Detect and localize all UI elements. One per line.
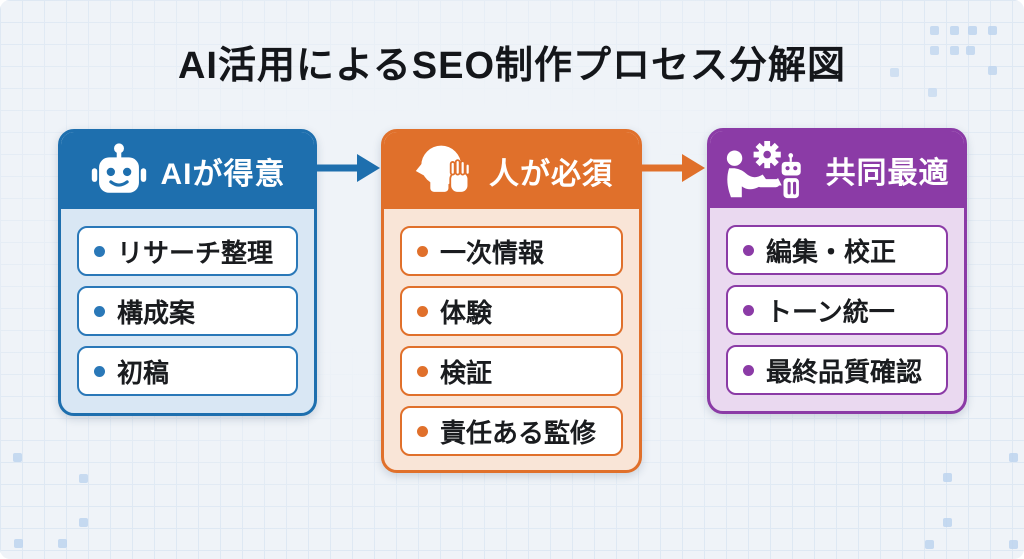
- column-collab-body: 編集・校正 トーン統一 最終品質確認: [710, 208, 964, 411]
- column-ai: AIが得意 リサーチ整理 構成案 初稿: [58, 129, 317, 416]
- column-collab: 共同最適 編集・校正 トーン統一 最終品質確認: [707, 128, 967, 414]
- list-item-label: トーン統一: [766, 296, 895, 327]
- list-item: リサーチ整理: [77, 226, 298, 276]
- list-item: 初稿: [77, 346, 298, 396]
- list-item: 体験: [400, 286, 623, 336]
- list-item-label: 初稿: [117, 357, 170, 388]
- column-ai-header-label: AIが得意: [160, 157, 286, 191]
- list-item: 最終品質確認: [726, 345, 948, 395]
- list-item-label: 構成案: [117, 297, 196, 328]
- column-collab-header-label: 共同最適: [825, 156, 950, 190]
- bullet-icon: [417, 365, 428, 377]
- list-item: 一次情報: [400, 226, 623, 276]
- list-item: 編集・校正: [726, 225, 948, 275]
- column-human-header: 人が必須: [384, 132, 639, 209]
- bullet-icon: [417, 245, 428, 257]
- list-item: 責任ある監修: [400, 406, 623, 456]
- list-item: 構成案: [77, 286, 298, 336]
- column-collab-header: 共同最適: [710, 131, 964, 208]
- list-item: 検証: [400, 346, 623, 396]
- arrow-right-icon: [641, 154, 705, 182]
- arrow-right-icon: [316, 154, 380, 182]
- column-ai-body: リサーチ整理 構成案 初稿: [61, 209, 314, 413]
- column-human: 人が必須 一次情報 体験 検証 責任ある監修: [381, 129, 642, 473]
- list-item-label: 編集・校正: [766, 236, 897, 267]
- human-robot-handshake-icon: [726, 140, 801, 198]
- list-item-label: 検証: [440, 357, 493, 388]
- bullet-icon: [743, 244, 754, 256]
- bullet-icon: [417, 425, 428, 437]
- bullet-icon: [417, 305, 428, 317]
- list-item: トーン統一: [726, 285, 948, 335]
- robot-icon: [91, 142, 146, 193]
- bullet-icon: [743, 364, 754, 376]
- column-human-body: 一次情報 体験 検証 責任ある監修: [384, 209, 639, 470]
- column-human-header-label: 人が必須: [489, 157, 613, 191]
- list-item-label: 一次情報: [440, 237, 545, 268]
- bullet-icon: [94, 365, 105, 377]
- column-ai-header: AIが得意: [61, 132, 314, 209]
- list-item-label: 体験: [440, 297, 493, 328]
- bullet-icon: [94, 305, 105, 317]
- list-item-label: リサーチ整理: [117, 237, 274, 268]
- list-item-label: 最終品質確認: [766, 356, 923, 387]
- bullet-icon: [94, 245, 105, 257]
- person-listening-icon: [415, 145, 471, 194]
- list-item-label: 責任ある監修: [440, 417, 597, 448]
- page-title: AI活用によるSEO制作プロセス分解図: [177, 45, 847, 87]
- bullet-icon: [743, 304, 754, 316]
